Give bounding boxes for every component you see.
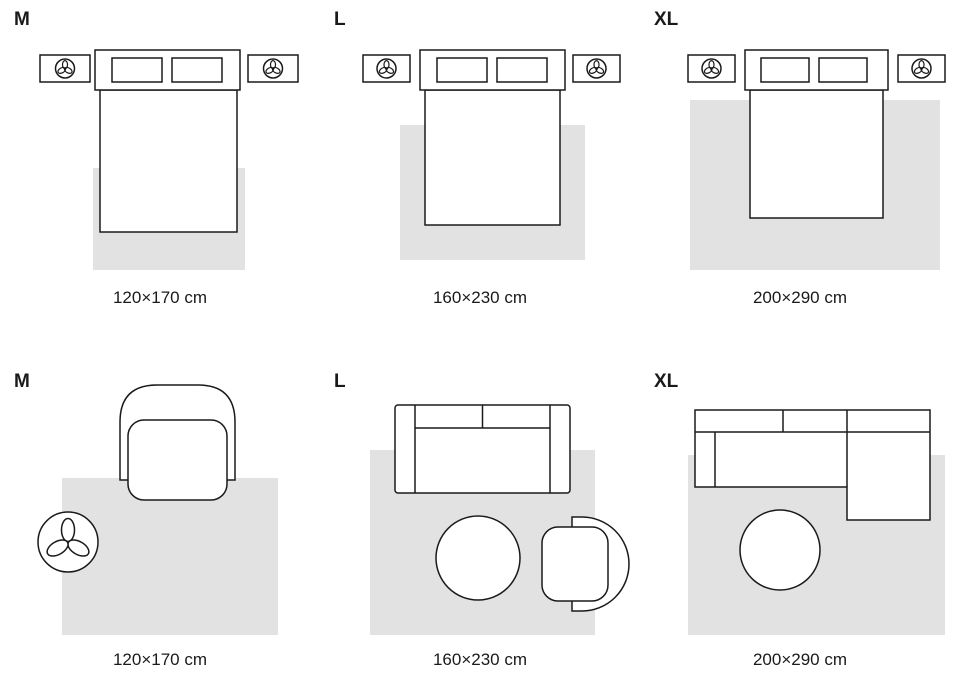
- bed-shape: [419, 49, 566, 226]
- sofa-shape: [394, 404, 571, 494]
- size-label: L: [334, 371, 346, 392]
- armchair-shape: [119, 384, 236, 501]
- nightstand: [362, 54, 411, 83]
- plant-icon: [586, 58, 607, 79]
- rug-dimensions-label: 160×230 cm: [432, 650, 528, 669]
- rug-dimensions-label: 160×230 cm: [432, 288, 528, 307]
- nightstand: [247, 54, 299, 83]
- bedroom-panel-xl: XL: [640, 0, 960, 362]
- bedroom-size-row: M: [0, 0, 960, 362]
- nightstand: [572, 54, 621, 83]
- size-label: XL: [654, 371, 679, 392]
- plant-icon: [376, 58, 397, 79]
- nightstand: [687, 54, 736, 83]
- living-scene-l: [370, 404, 630, 635]
- bedroom-scene-m: [39, 49, 299, 270]
- plant-icon: [701, 58, 722, 79]
- bed-shape: [94, 49, 241, 233]
- living-panel-xl: XL 200×290 cm: [640, 362, 960, 690]
- rug-dimensions-label: 200×290 cm: [752, 288, 848, 307]
- size-label: M: [14, 9, 30, 30]
- armchair-shape: [541, 516, 630, 612]
- size-label: L: [334, 9, 346, 30]
- rug-dimensions-label: 120×170 cm: [112, 650, 208, 669]
- bedroom-panel-m: M: [0, 0, 320, 362]
- plant-icon: [37, 511, 99, 573]
- plant-icon: [911, 58, 932, 79]
- size-label: XL: [654, 9, 679, 30]
- bed-shape: [744, 49, 889, 219]
- rug-dimensions-label: 120×170 cm: [112, 288, 208, 307]
- bedroom-scene-xl: [687, 49, 946, 270]
- rug-dimensions-label: 200×290 cm: [752, 650, 848, 669]
- bedroom-scene-l: [362, 49, 621, 260]
- living-scene-m: [37, 384, 278, 635]
- rug-shape: [62, 478, 278, 635]
- coffee-table-shape: [435, 515, 521, 601]
- living-room-size-row: M 120×170 cm L: [0, 362, 960, 690]
- size-label: M: [14, 371, 30, 392]
- living-panel-m: M 120×170 cm: [0, 362, 320, 690]
- nightstand: [39, 54, 91, 83]
- coffee-table-shape: [739, 509, 821, 591]
- plant-icon: [262, 58, 284, 79]
- living-panel-l: L 160×230 cm: [320, 362, 640, 690]
- living-scene-xl: [688, 409, 945, 635]
- plant-icon: [54, 58, 76, 79]
- nightstand: [897, 54, 946, 83]
- sectional-sofa-shape: [694, 409, 931, 521]
- bedroom-panel-l: L: [320, 0, 640, 362]
